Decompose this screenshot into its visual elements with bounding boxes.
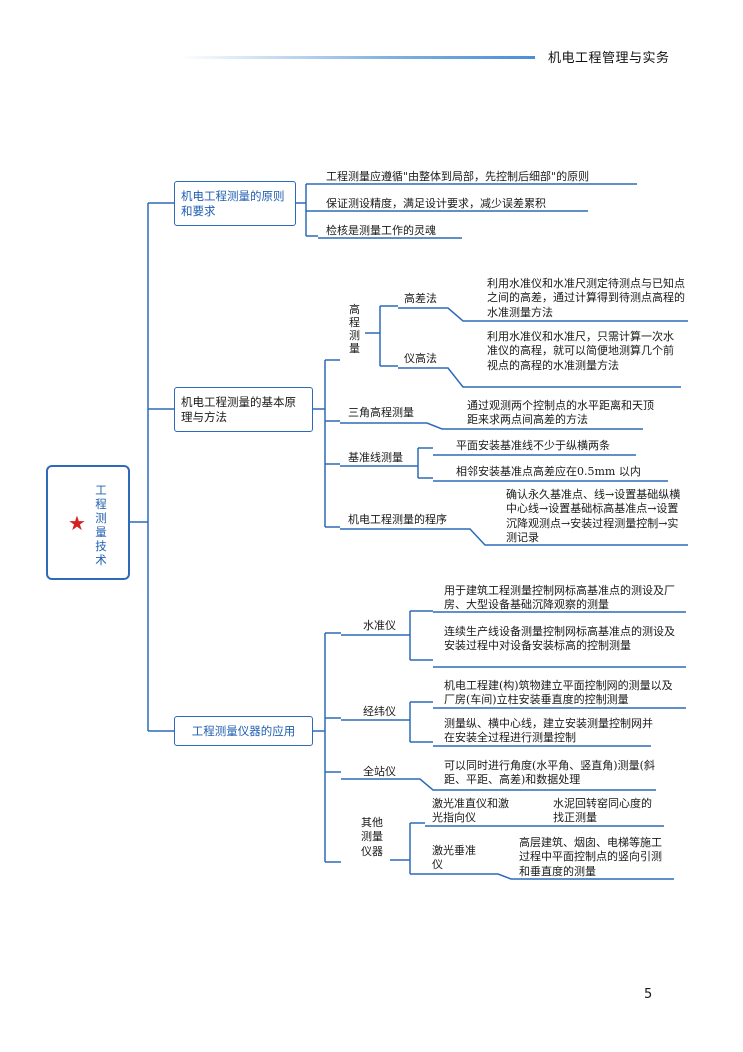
principle-item-1: 工程测量应遵循"由整体到局部，先控制后细部"的原则	[326, 170, 590, 183]
other-label: 其他测量仪器	[361, 816, 383, 858]
theodolite-item-1: 机电工程建(构)筑物建立平面控制网的测量以及厂房(车间)立柱安装垂直度的控制测量	[444, 679, 673, 707]
baseline-label: 基准线测量	[348, 451, 403, 464]
header-rule	[180, 56, 535, 59]
height-diff-label: 高差法	[404, 292, 437, 305]
level-item-1: 用于建筑工程测量控制网标高基准点的测设及厂房、大型设备基础沉降观察的测量	[444, 584, 675, 612]
branch-instruments: 工程测量仪器的应用	[174, 716, 313, 746]
total-station-label: 全站仪	[363, 765, 396, 778]
theodolite-item-2: 测量纵、横中心线，建立安装测量控制网并在安装全过程进行测量控制	[444, 717, 653, 745]
procedure-label: 机电工程测量的程序	[348, 513, 447, 526]
trig-desc: 通过观测两个控制点的水平距离和天顶距来求两点间高差的方法	[467, 399, 654, 427]
laser-plumb-desc: 高层建筑、烟囱、电梯等施工过程中平面控制点的竖向引测和垂直度的测量	[519, 836, 662, 878]
header-title: 机电工程管理与实务	[548, 51, 670, 66]
height-diff-desc: 利用水准仪和水准尺测定待测点与已知点之间的高差，通过计算得到待测点高程的水准测量…	[487, 277, 685, 319]
baseline-item-2: 相邻安装基准点高差应在0.5mm 以内	[456, 465, 641, 478]
branch-principles-label: 机电工程测量的原则和要求	[181, 189, 285, 218]
branch-principles: 机电工程测量的原则和要求	[174, 181, 296, 226]
branch-methods-label: 机电工程测量的基本原理与方法	[181, 395, 296, 424]
page-number: 5	[644, 987, 653, 1002]
principle-item-2: 保证测设精度，满足设计要求，减少误差累积	[326, 197, 546, 210]
elevation-label: 高程测量	[349, 303, 360, 355]
procedure-desc: 确认永久基准点、线→设置基础纵横中心线→设置基础标高基准点→设置沉降观测点→安装…	[506, 488, 681, 545]
laser-level-desc: 水泥回转窑同心度的找正测量	[553, 797, 652, 825]
theodolite-label: 经纬仪	[363, 705, 396, 718]
principle-item-3: 检核是测量工作的灵魂	[326, 224, 436, 237]
laser-plumb-label: 激光垂准仪	[432, 844, 476, 872]
branch-methods: 机电工程测量的基本原理与方法	[174, 387, 313, 432]
baseline-item-1: 平面安装基准线不少于纵横两条	[456, 439, 610, 452]
star-icon: ★	[68, 511, 86, 535]
instrument-height-label: 仪高法	[404, 352, 437, 365]
instrument-height-desc: 利用水准仪和水准尺，只需计算一次水准仪的高程，就可以简便地测算几个前视点的高程的…	[487, 330, 674, 372]
trig-label: 三角高程测量	[348, 406, 414, 419]
branch-instruments-label: 工程测量仪器的应用	[191, 723, 296, 738]
total-station-desc: 可以同时进行角度(水平角、竖直角)测量(斜距、平距、高差)和数据处理	[444, 759, 655, 787]
root-node: ★ 工程测量技术	[46, 465, 130, 580]
level-label: 水准仪	[363, 619, 396, 632]
level-item-2: 连续生产线设备测量控制网标高基准点的测设及安装过程中对设备安装标高的控制测量	[444, 625, 675, 653]
root-label: 工程测量技术	[95, 483, 107, 567]
laser-level-label: 激光准直仪和激光指向仪	[432, 797, 509, 825]
